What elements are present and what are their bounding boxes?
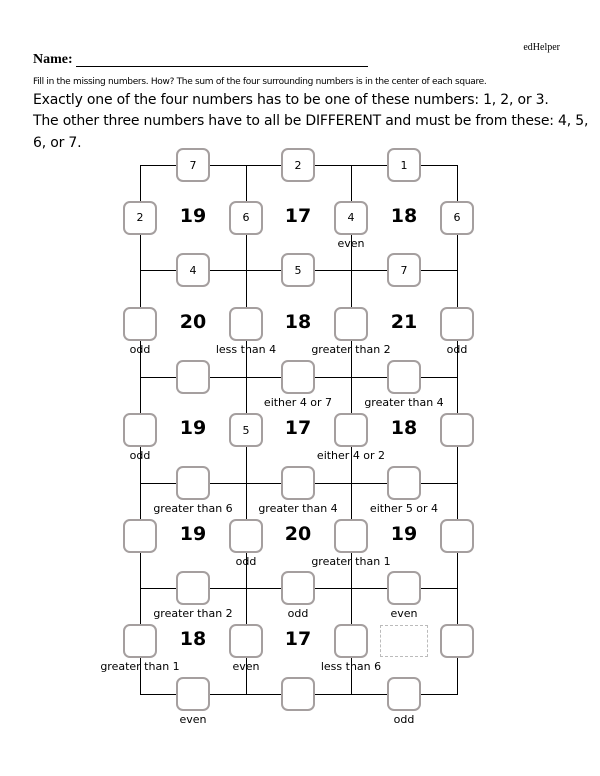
name-input-line[interactable] [76, 66, 368, 67]
number-box[interactable] [229, 518, 263, 553]
clue-label: less than 6 [320, 660, 382, 673]
clue-label: odd [393, 713, 415, 726]
sum-value: 18 [390, 417, 418, 439]
clue-label: even [232, 660, 260, 673]
number-box[interactable] [387, 571, 421, 605]
blank-sum-box [380, 625, 428, 657]
number-box[interactable] [123, 306, 157, 341]
clue-label: odd [129, 342, 151, 356]
number-box[interactable]: 2 [281, 148, 315, 182]
number-box[interactable]: 7 [176, 148, 210, 182]
sum-value: 17 [284, 628, 312, 650]
clue-label: greater than 4 [364, 396, 444, 409]
sum-value: 18 [179, 628, 207, 650]
number-box[interactable]: 6 [440, 200, 474, 235]
clue-label: odd [235, 554, 257, 568]
number-box[interactable] [123, 413, 157, 447]
number-box[interactable] [334, 518, 368, 553]
number-box[interactable]: 1 [387, 148, 421, 182]
number-box[interactable] [281, 571, 315, 605]
sum-value: 17 [284, 417, 312, 439]
sum-value: 19 [179, 417, 207, 439]
number-box[interactable] [281, 360, 315, 394]
clue-label: even [179, 713, 207, 726]
sum-value: 19 [390, 522, 418, 545]
number-box[interactable] [281, 466, 315, 500]
clue-label: odd [287, 607, 309, 620]
number-box[interactable] [440, 306, 474, 341]
clue-label: greater than 4 [258, 502, 338, 515]
number-box[interactable] [334, 306, 368, 341]
instruction-rule-1: Exactly one of the four numbers has to b… [33, 92, 549, 108]
number-box[interactable] [229, 306, 263, 341]
number-box[interactable]: 7 [387, 253, 421, 287]
number-box[interactable]: 4 [176, 253, 210, 287]
clue-label: even [390, 607, 418, 620]
number-box[interactable]: 2 [123, 200, 157, 235]
sum-value: 17 [284, 204, 312, 227]
number-box[interactable] [123, 624, 157, 658]
clue-label: either 5 or 4 [369, 502, 439, 515]
number-box[interactable] [387, 466, 421, 500]
sum-value: 18 [284, 310, 312, 333]
sum-value: 18 [390, 204, 418, 227]
brand-text: edHelper [523, 42, 560, 53]
number-box[interactable] [229, 624, 263, 658]
sum-value: 20 [179, 310, 207, 333]
clue-label: greater than 2 [311, 342, 391, 356]
number-box[interactable] [176, 677, 210, 711]
number-box[interactable]: 5 [229, 413, 263, 447]
sum-value: 19 [179, 204, 207, 227]
number-box[interactable] [334, 413, 368, 447]
number-box[interactable] [176, 360, 210, 394]
clue-label: either 4 or 2 [316, 449, 386, 462]
number-box[interactable] [123, 518, 157, 553]
number-box[interactable] [176, 571, 210, 605]
clue-label: greater than 6 [153, 502, 233, 515]
number-box[interactable] [440, 518, 474, 553]
clue-label: greater than 1 [311, 554, 391, 568]
number-box[interactable]: 6 [229, 200, 263, 235]
clue-label: either 4 or 7 [263, 396, 333, 409]
number-box[interactable] [334, 624, 368, 658]
number-box[interactable] [281, 677, 315, 711]
number-box[interactable]: 4 [334, 200, 368, 235]
number-box[interactable] [440, 624, 474, 658]
number-box[interactable] [387, 677, 421, 711]
number-box[interactable] [440, 413, 474, 447]
sum-value: 21 [390, 310, 418, 333]
instruction-rule-2: The other three numbers have to all be D… [33, 113, 589, 151]
clue-label: odd [129, 449, 151, 462]
sum-value: 20 [284, 522, 312, 545]
number-box[interactable] [176, 466, 210, 500]
sum-value: 19 [179, 522, 207, 545]
number-box[interactable] [387, 360, 421, 394]
clue-label: odd [446, 342, 468, 356]
clue-label: less than 4 [215, 342, 277, 356]
instruction-how: Fill in the missing numbers. How? The su… [33, 77, 487, 87]
clue-label: greater than 1 [100, 660, 180, 673]
name-label: Name: [33, 52, 73, 67]
clue-label: even [337, 236, 365, 250]
clue-label: greater than 2 [153, 607, 233, 620]
number-box[interactable]: 5 [281, 253, 315, 287]
